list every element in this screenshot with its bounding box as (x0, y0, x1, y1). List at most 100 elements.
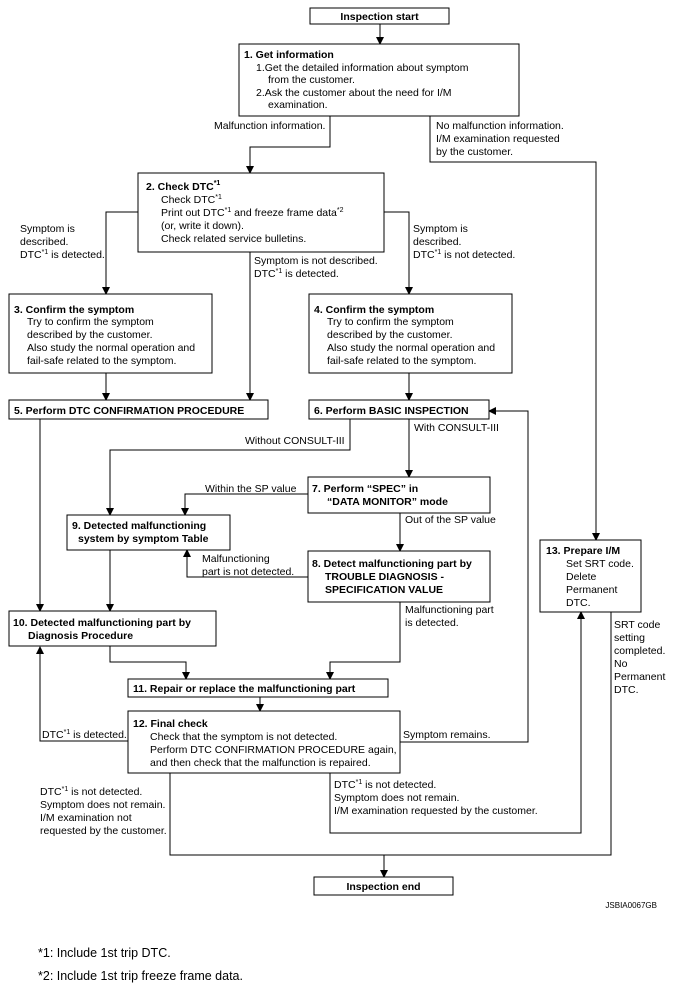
node2-line: (or, write it down). (161, 220, 244, 232)
node11-title: 11. Repair or replace the malfunctioning… (133, 683, 356, 695)
node10-line: 10. Detected malfunctioning part by (13, 617, 191, 629)
node2-line: Print out DTC*1 and freeze frame data*2 (161, 207, 344, 219)
node9-line: system by symptom Table (78, 533, 209, 545)
node13-line: Permanent (566, 584, 617, 596)
node1-title: 1. Get information (244, 49, 334, 61)
box-12 (127, 710, 401, 774)
label-srt-done: setting (614, 632, 645, 644)
start-title: Inspection start (340, 11, 419, 23)
edge-13-to-end (384, 612, 612, 856)
node2-line: Check related service bulletins. (161, 233, 306, 245)
footnote: *2: Include 1st trip freeze frame data. (38, 969, 243, 983)
label-part-detected: Malfunctioning part (405, 604, 494, 616)
label-srt-done: completed. (614, 645, 665, 657)
label-final-left: Symptom does not remain. (40, 799, 165, 811)
box-11 (127, 678, 389, 698)
node1-line: 1.Get the detailed information about sym… (256, 62, 469, 74)
box-13 (539, 539, 642, 613)
label-symptom-remains: Symptom remains. (403, 729, 491, 741)
node4-title: 4. Confirm the symptom (314, 304, 434, 316)
label-dtc-detected: DTC*1 is detected. (42, 729, 127, 741)
node4-line: Try to confirm the symptom (327, 316, 454, 328)
label-srt-done: Permanent (614, 671, 665, 683)
label-final-left: DTC*1 is not detected. (40, 786, 142, 798)
label-srt-done: No (614, 658, 628, 670)
label-final-left: requested by the customer. (40, 825, 167, 837)
label-symptom-described-left: described. (20, 236, 68, 248)
label-final-left: I/M examination not (40, 812, 132, 824)
label-no-malfunction: No malfunction information. (436, 120, 564, 132)
edge-7-to-9 (181, 493, 308, 516)
box-start (309, 7, 450, 25)
label-symptom-described-right: Symptom is (413, 223, 468, 235)
node12-line: and then check that the malfunction is r… (150, 757, 371, 769)
box-end (313, 876, 454, 896)
node7-line: 7. Perform “SPEC” in (312, 483, 418, 495)
box-7 (307, 476, 491, 514)
edge-2-to-3 (102, 211, 138, 295)
connectors (36, 24, 612, 878)
box-6 (308, 399, 490, 420)
label-final-right: Symptom does not remain. (334, 792, 459, 804)
label-final-right: DTC*1 is not detected. (334, 779, 436, 791)
label-without-consult: Without CONSULT-III (245, 435, 345, 447)
node9-line: 9. Detected malfunctioning (72, 520, 206, 532)
edge-12-to-end (169, 773, 388, 878)
node3-line: fail-safe related to the symptom. (27, 355, 176, 367)
node5-title: 5. Perform DTC CONFIRMATION PROCEDURE (14, 405, 244, 417)
edge-10-to-11 (109, 646, 190, 680)
label-symptom-described-left: Symptom is (20, 223, 75, 235)
label-within-sp: Within the SP value (205, 483, 297, 495)
node7-line: “DATA MONITOR” mode (327, 496, 448, 508)
node6-title: 6. Perform BASIC INSPECTION (314, 405, 469, 417)
edge-2-to-4 (384, 211, 413, 295)
box-3 (8, 293, 213, 374)
label-symptom-not-described: Symptom is not described. (254, 255, 378, 267)
node8-line: 8. Detect malfunctioning part by (312, 558, 472, 570)
end-title: Inspection end (346, 881, 420, 893)
node1-line: from the customer. (268, 74, 355, 86)
image-id: JSBIA0067GB (605, 901, 657, 910)
node13-line: DTC. (566, 597, 591, 609)
node4-line: Also study the normal operation and (327, 342, 495, 354)
node12-line: Check that the symptom is not detected. (150, 731, 337, 743)
label-final-right: I/M examination requested by the custome… (334, 805, 538, 817)
node1-line: examination. (268, 99, 328, 111)
box-9 (66, 514, 231, 551)
boxes (8, 7, 642, 896)
node13-line: Delete (566, 571, 597, 583)
edge-8-to-9 (183, 549, 308, 578)
node12-title: 12. Final check (133, 718, 208, 730)
edge-12-to-13 (329, 611, 585, 834)
node12-line: Perform DTC CONFIRMATION PROCEDURE again… (150, 744, 397, 756)
label-symptom-not-described: DTC*1 is detected. (254, 268, 339, 280)
box-5 (8, 399, 269, 420)
edge-12-to-6 (400, 407, 529, 743)
label-part-not-detected: Malfunctioning (202, 553, 270, 565)
box-4 (308, 293, 513, 374)
node13-line: Set SRT code. (566, 558, 634, 570)
label-symptom-described-right: DTC*1 is not detected. (413, 249, 515, 261)
label-srt-done: SRT code (614, 619, 660, 631)
label-with-consult: With CONSULT-III (414, 422, 499, 434)
label-symptom-described-left: DTC*1 is detected. (20, 249, 105, 261)
node4-line: described by the customer. (327, 329, 452, 341)
edge-6-to-9 (106, 419, 351, 516)
label-part-not-detected: part is not detected. (202, 566, 294, 578)
box-2 (137, 172, 385, 253)
node1-line: 2.Ask the customer about the need for I/… (256, 87, 452, 99)
label-symptom-described-right: described. (413, 236, 461, 248)
label-out-of-sp: Out of the SP value (405, 514, 496, 526)
label-no-malfunction: by the customer. (436, 146, 513, 158)
node3-line: Try to confirm the symptom (27, 316, 154, 328)
node13-title: 13. Prepare I/M (546, 545, 620, 557)
node3-line: Also study the normal operation and (27, 342, 195, 354)
edge-8-to-11 (326, 602, 401, 680)
node2-line: Check DTC*1 (161, 194, 222, 206)
node3-line: described by the customer. (27, 329, 152, 341)
label-malfunction-info: Malfunction information. (214, 120, 325, 132)
label-no-malfunction: I/M examination requested (436, 133, 560, 145)
node3-title: 3. Confirm the symptom (14, 304, 134, 316)
footnote: *1: Include 1st trip DTC. (38, 946, 171, 960)
node10-line: Diagnosis Procedure (28, 630, 133, 642)
